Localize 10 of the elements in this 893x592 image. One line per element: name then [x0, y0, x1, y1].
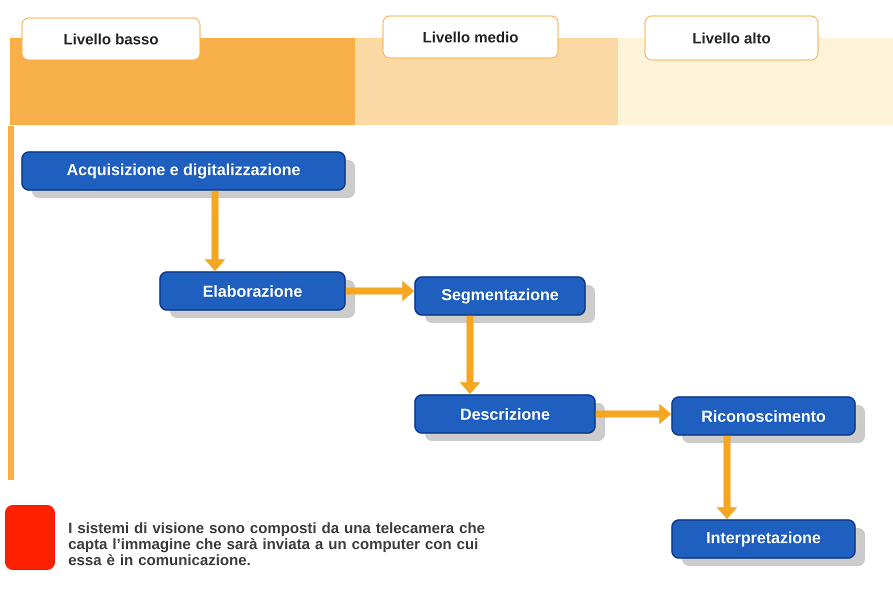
process-box: Segmentazione — [414, 276, 595, 323]
level-band: Livello alto — [618, 16, 893, 125]
process-box: Interpretazione — [671, 519, 866, 566]
level-band: Livello medio — [355, 16, 618, 125]
process-box: Elaborazione — [159, 271, 355, 318]
level-band: Livello basso — [10, 18, 355, 125]
process-box: Descrizione — [414, 394, 605, 441]
description-text: I sistemi di visione sono composti da una telecamera che capta l’immagine che sarà inviata a un computer con cui essa è in comunicazione. — [68, 522, 484, 566]
process-box: Riconoscimento — [671, 396, 866, 443]
process-box: Acquisizione e digitalizzazione — [21, 151, 355, 198]
